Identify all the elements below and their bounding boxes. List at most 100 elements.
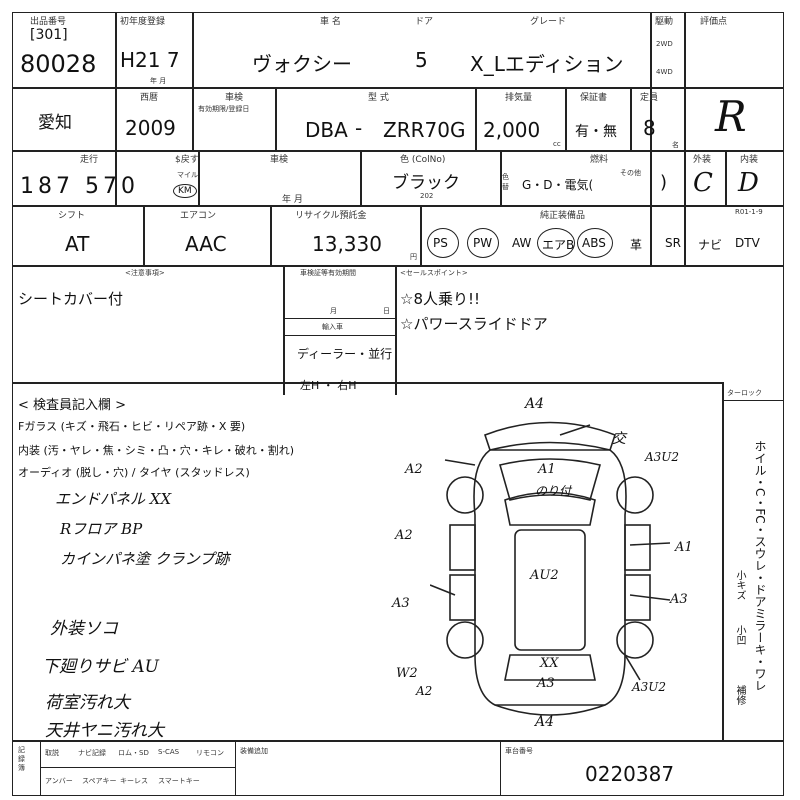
equipment-date: R01-1-9 — [735, 208, 763, 216]
mark-a4-bottom: A4 — [535, 714, 555, 730]
rule-v1 — [115, 12, 117, 205]
pointer-3 — [629, 594, 670, 601]
recycle: 13,330 — [312, 232, 382, 256]
score-label: 評価点 — [700, 17, 728, 27]
footer-extra-label: 装備追加 — [240, 747, 268, 755]
fuel-options: G・D・電気( — [522, 178, 594, 192]
footer-item-8: キーレス — [120, 777, 148, 785]
footer-v-b — [235, 740, 236, 796]
model-dash: - — [355, 116, 363, 140]
rule-h3 — [12, 205, 784, 207]
chassis-label: 車台番号 — [505, 747, 533, 755]
shift: AT — [65, 232, 90, 256]
mark-a2-left2: A2 — [395, 528, 413, 543]
rule-v8 — [565, 87, 567, 151]
side-label: ターロック — [727, 389, 762, 397]
car-name-label: 車 名 — [320, 17, 341, 27]
displacement-unit: cc — [553, 140, 561, 148]
hand-note-4: 外装ソコ — [50, 619, 118, 639]
rule-h4 — [12, 265, 784, 267]
first-reg: H21 7 — [120, 48, 180, 72]
side-panel-r1 — [624, 524, 651, 571]
footer-mid-rule — [40, 767, 235, 768]
equipment-list: PS PW AW エアB ABS 革 SR ナビ DTV — [425, 228, 783, 258]
region: 愛知 — [38, 113, 72, 133]
shift-label: シフト — [58, 211, 86, 221]
fuel-label: 燃料 — [590, 155, 609, 165]
drive-label: 駆動 — [655, 17, 674, 27]
year: 2009 — [125, 116, 176, 140]
shaken-sub: 有効期限/登録日 — [198, 105, 250, 113]
equipment-label: 純正装備品 — [540, 211, 586, 221]
equip-aw: AW — [512, 236, 532, 250]
rule-v18 — [395, 265, 397, 395]
mark-a2-left: A2 — [405, 462, 423, 477]
side-mark-1: 小キズ — [734, 570, 745, 600]
pointer-6 — [624, 654, 641, 681]
circle-abs — [577, 228, 613, 258]
rule-h6 — [12, 740, 784, 742]
side-mark-2: 小凹 — [734, 625, 745, 645]
first-reg-label: 初年度登録 — [120, 17, 166, 27]
footer-item-2: ナビ記録 — [78, 749, 106, 757]
equip-leather: 革 — [630, 238, 643, 252]
lot-label: 出品番号 — [30, 17, 67, 27]
mark-a3u2-bottom: A3U2 — [632, 680, 667, 694]
rear-bumper — [494, 704, 606, 716]
rule-v12 — [500, 150, 502, 206]
hand-note-2: Rフロア BP — [60, 520, 143, 538]
inspection-unit: 月 — [330, 307, 337, 315]
side-panel-l2 — [449, 574, 476, 621]
footer-item-4: S-CAS — [158, 748, 180, 756]
rule-h1 — [12, 87, 784, 89]
inspection-label: 車検証等有効期間 — [300, 269, 356, 277]
import-label: 保証書 — [580, 93, 608, 103]
mark-a1-right: A1 — [675, 540, 693, 555]
year-label: 西暦 — [140, 93, 159, 103]
audio-line: オーディオ (脱し・穴) / タイヤ (スタッドレス) — [18, 466, 250, 479]
hood — [499, 458, 601, 501]
rule-h5 — [12, 382, 722, 384]
rule-h-route2 — [283, 335, 396, 336]
mark-a4-top: A4 — [525, 396, 545, 412]
color-change: 色替 — [502, 173, 509, 191]
mark-w2: W2 — [396, 666, 418, 681]
import-value: 有・無 — [575, 124, 617, 140]
rule-v2 — [192, 12, 194, 88]
circle-pw — [467, 228, 499, 258]
grade-label: グレード — [530, 17, 567, 27]
hand-note-1: エンドパネル XX — [55, 490, 172, 508]
car-name: ヴォクシー — [252, 52, 352, 76]
footer-item-9: スマートキー — [158, 777, 200, 785]
glass-line: Fガラス (キズ・飛石・ヒビ・リペア跡・X 要) — [18, 420, 246, 433]
equip-sr: SR — [665, 236, 681, 250]
drive-2wd: 2WD — [656, 40, 673, 48]
rule-v5 — [192, 87, 194, 151]
displacement-label: 排気量 — [505, 93, 533, 103]
shaken-unit: 年 月 — [282, 195, 303, 205]
door-label: ドア — [415, 17, 434, 27]
wheel-rl — [446, 621, 484, 659]
sales-point-1: ☆8人乗り!! — [400, 290, 481, 308]
footer-item-3: ロム・SD — [118, 749, 149, 757]
ac: AAC — [185, 232, 227, 256]
color: ブラック — [392, 173, 460, 193]
rule-v13 — [725, 150, 727, 206]
pointer-4 — [444, 459, 476, 466]
wheel-fl — [446, 476, 484, 514]
mark-nori: のり付 — [535, 484, 572, 498]
rule-h-route — [283, 318, 396, 319]
mileage-unit: KM — [173, 184, 197, 198]
fuel-close: ) — [660, 172, 668, 193]
mark-a2-bottom: A2 — [416, 684, 433, 698]
recycle-label: リサイクル預託金 — [295, 211, 367, 221]
rule-v4 — [684, 12, 686, 265]
mileage: 187 570 — [20, 174, 139, 199]
rule-v14 — [143, 205, 145, 266]
lot-box: [301] — [30, 27, 68, 43]
rule-v7 — [475, 87, 477, 151]
rear-window — [504, 654, 596, 681]
equip-dtv: DTV — [735, 236, 760, 250]
notes-text: シートカバー付 — [18, 290, 124, 308]
mileage-unit-label: $戻す — [175, 155, 199, 165]
